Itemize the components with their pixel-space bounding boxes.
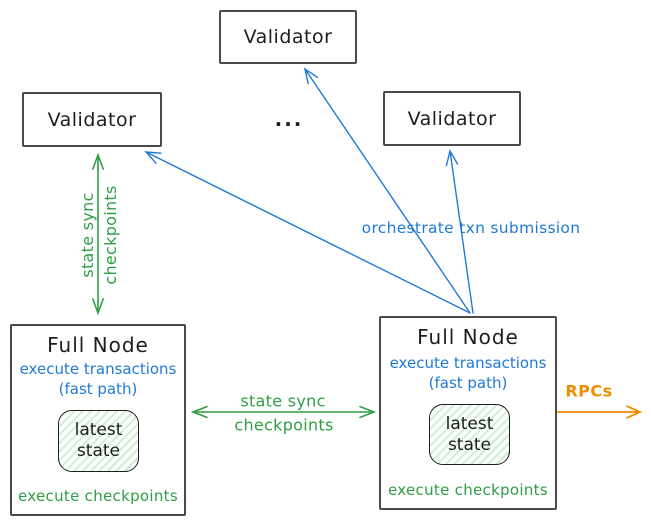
full-node-right[interactable]: Full Node execute transactions (fast pat… (379, 316, 557, 510)
full-node-left[interactable]: Full Node execute transactions (fast pat… (10, 324, 186, 516)
state-sync-horizontal-label-line1: state sync (240, 391, 326, 411)
full-node-right-title: Full Node (417, 325, 519, 349)
ellipsis-more-validators: ... (274, 107, 304, 131)
state-sync-vertical-label-line2: checkpoints (101, 185, 120, 285)
latest-state-line2: state (447, 434, 492, 455)
full-node-right-latest-state-box: latest state (429, 404, 510, 465)
orchestrate-txn-submission-label: orchestrate txn submission (361, 219, 581, 237)
full-node-left-latest-state-box: latest state (58, 410, 139, 472)
validator-node-right-label: Validator (407, 107, 497, 130)
validator-node-right[interactable]: Validator (383, 91, 521, 146)
latest-state-line1: latest (445, 413, 494, 434)
latest-state-line1: latest (74, 420, 123, 440)
state-sync-vertical-label-line1: state sync (78, 192, 97, 278)
validator-node-top[interactable]: Validator (219, 10, 357, 64)
full-node-right-fastpath-line1: execute transactions (389, 354, 547, 372)
full-node-right-fastpath-line2: (fast path) (428, 374, 508, 392)
validator-node-left[interactable]: Validator (22, 92, 162, 147)
state-sync-horizontal-label-line2: checkpoints (234, 415, 334, 435)
full-node-left-title: Full Node (47, 333, 149, 357)
validator-node-top-label: Validator (243, 26, 333, 48)
state-sync-vertical-label: state sync checkpoints (76, 185, 122, 284)
full-node-left-footer: execute checkpoints (18, 487, 178, 505)
latest-state-line2: state (76, 441, 121, 461)
full-node-right-footer: execute checkpoints (388, 481, 548, 499)
full-node-left-fastpath-line1: execute transactions (19, 360, 177, 378)
full-node-left-fastpath-line2: (fast path) (58, 380, 138, 398)
rpcs-label: RPCs (565, 381, 613, 401)
rpcs-arrow (557, 405, 643, 419)
validator-node-left-label: Validator (47, 108, 137, 131)
